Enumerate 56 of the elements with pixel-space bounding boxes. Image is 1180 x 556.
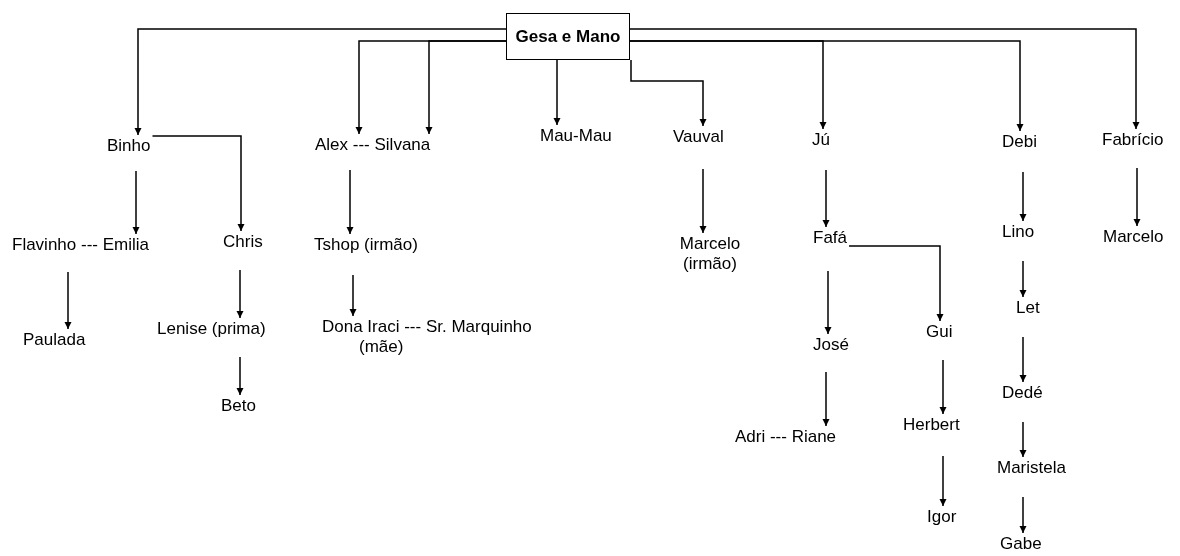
arrow [346, 169, 354, 235]
person-name: Let [1016, 298, 1040, 318]
person-name: Beto [221, 396, 256, 416]
person-name: José [813, 335, 849, 355]
person-name: Mau-Mau [540, 126, 612, 146]
person-name: Fafá [813, 228, 848, 248]
person-name: Gui [926, 322, 953, 342]
arrow [1019, 496, 1027, 534]
arrow [1019, 171, 1027, 222]
person-name: Dona Iraci --- Sr. Marquinho [322, 317, 532, 337]
person-name: Vauval [673, 127, 724, 147]
person-name: Paulada [23, 330, 86, 350]
arrow [630, 59, 707, 127]
person-name: Fabrício [1102, 130, 1164, 150]
arrow [699, 168, 707, 234]
arrow [824, 270, 832, 335]
person-name: Alex --- Silvana [315, 135, 431, 155]
arrow [236, 356, 244, 396]
arrow [132, 170, 140, 235]
arrow [425, 40, 507, 135]
arrow [1019, 336, 1027, 383]
arrow [1019, 260, 1027, 298]
person-name: Adri --- Riane [735, 427, 837, 447]
arrow [822, 169, 830, 228]
person-name: Maristela [997, 458, 1066, 478]
person-name: Herbert [903, 415, 960, 435]
arrow [553, 59, 561, 126]
person-name: Igor [927, 507, 957, 527]
person-name: Tshop (irmão) [314, 235, 418, 255]
arrow [64, 271, 72, 330]
person-name: Binho [107, 136, 151, 156]
person-name: Marcelo [1103, 227, 1164, 247]
arrow [1019, 421, 1027, 458]
person-name: Jú [812, 130, 830, 150]
arrow [151, 135, 245, 232]
person-name: Lino [1002, 222, 1035, 242]
arrow [822, 371, 830, 427]
person-name: Gesa e Mano [515, 26, 621, 47]
person-name: Flavinho --- Emilia [12, 235, 149, 255]
relation-note: (mãe) [358, 337, 405, 357]
person-name: Gabe [1000, 534, 1042, 554]
root-box [506, 13, 630, 60]
arrow [939, 455, 947, 507]
arrow [349, 274, 357, 317]
person-name: Dedé [1002, 383, 1043, 403]
arrow [629, 40, 1024, 132]
arrow [939, 359, 947, 415]
arrow [134, 28, 507, 136]
person-name: Chris [223, 232, 263, 252]
arrow [1133, 167, 1141, 227]
person-name: Marcelo (irmão) [678, 234, 742, 274]
arrow [848, 245, 944, 322]
arrow [236, 269, 244, 319]
person-name: Lenise (prima) [157, 319, 266, 339]
arrow [629, 28, 1140, 130]
person-name: Debi [1002, 132, 1037, 152]
